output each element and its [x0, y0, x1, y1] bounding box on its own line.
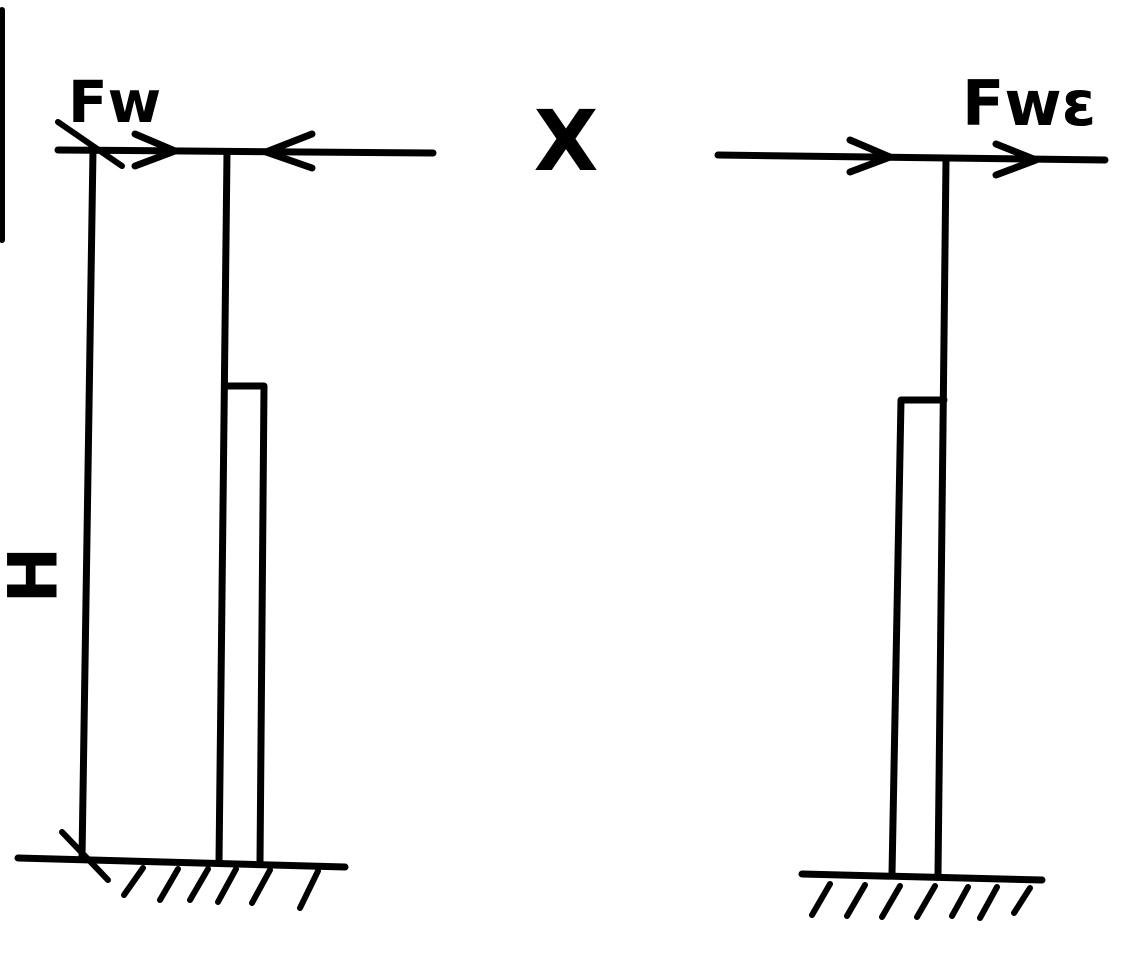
- height-dimension-tick-bottom: [59, 829, 111, 883]
- left-force-arrow-left: [262, 130, 316, 172]
- left-force-label: Fw: [68, 68, 161, 136]
- right-ground-line: [798, 870, 1046, 884]
- left-force-arrow-right: [131, 130, 179, 170]
- multiplication-operator: X: [534, 92, 599, 190]
- right-figure: Fwε: [714, 67, 1109, 921]
- right-force-arrow-2: [992, 140, 1040, 179]
- left-ground-hatching: [121, 865, 321, 911]
- left-force-line: [54, 146, 437, 157]
- left-figure: Fw H: [0, 68, 437, 911]
- right-force-line: [714, 151, 1109, 164]
- right-column-main: [934, 156, 950, 878]
- left-column-stiffener: [222, 382, 268, 866]
- right-column-stiffener: [888, 396, 948, 878]
- height-label: H: [0, 547, 74, 604]
- height-dimension-tick-top: [55, 119, 125, 169]
- left-column-main: [215, 148, 231, 866]
- right-ground-hatching: [809, 881, 1033, 921]
- height-dimension-line: [78, 146, 97, 862]
- right-force-label: Fwε: [962, 67, 1096, 140]
- left-ground-line: [14, 854, 349, 871]
- right-force-arrow-1: [846, 136, 894, 176]
